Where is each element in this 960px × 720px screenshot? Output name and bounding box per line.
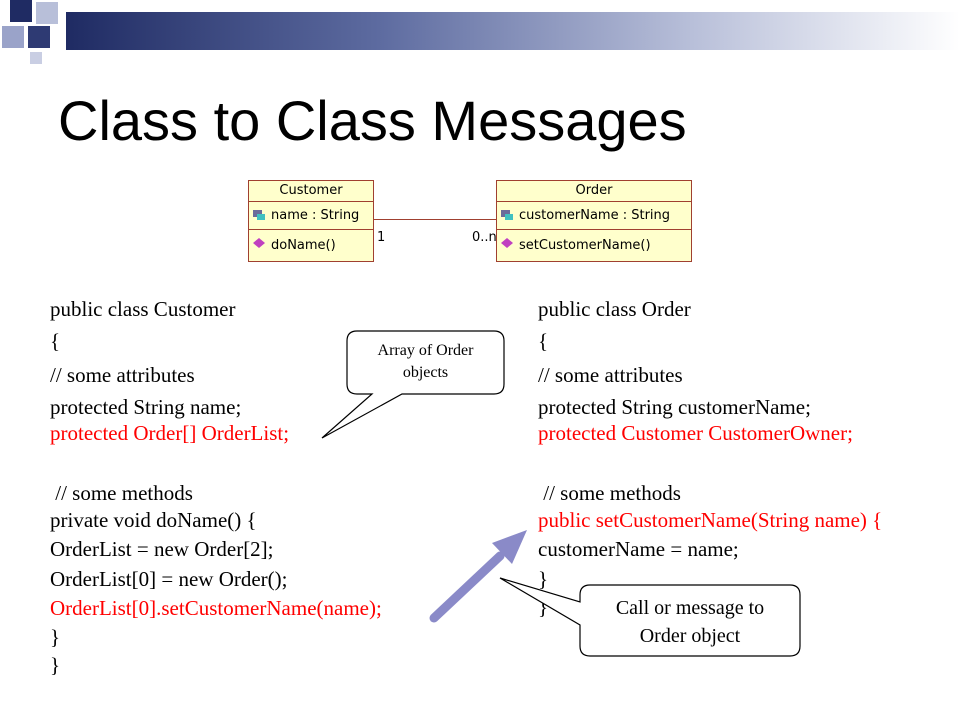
message-arrow-line <box>429 551 505 623</box>
header-square-light <box>36 2 58 24</box>
method-icon <box>501 238 513 248</box>
multiplicity-right: 0..n <box>472 230 497 245</box>
uml-method: doName() <box>249 229 373 261</box>
code-line: OrderList = new Order[2]; <box>50 537 274 561</box>
uml-method: setCustomerName() <box>497 229 691 261</box>
code-line: } <box>50 625 61 649</box>
header-square-small <box>30 52 42 64</box>
message-callout-line2: Order object <box>639 625 741 647</box>
header-square-navy <box>10 0 32 22</box>
array-callout-line2: objects <box>402 364 449 381</box>
header-gradient-band <box>66 12 960 50</box>
method-icon <box>253 238 265 248</box>
message-callout-text: Call or message to Order object <box>580 594 800 650</box>
uml-attribute-label: name : String <box>271 208 360 223</box>
code-line-highlight: OrderList[0].setCustomerName(name); <box>50 596 382 620</box>
slide-title: Class to Class Messages <box>58 89 687 152</box>
code-line: { <box>538 329 549 353</box>
code-line: { <box>50 329 61 353</box>
code-line: // some attributes <box>50 363 195 387</box>
uml-attribute: customerName : String <box>497 201 691 229</box>
code-line: public class Customer <box>50 297 236 321</box>
uml-class-customer: Customer name : String doName() <box>248 180 374 262</box>
uml-attribute: name : String <box>249 201 373 229</box>
header-square-navy-2 <box>28 26 50 48</box>
uml-class-name: Order <box>575 183 613 198</box>
code-line: protected String name; <box>50 395 242 419</box>
code-line-highlight: protected Customer CustomerOwner; <box>538 421 853 445</box>
message-arrow-head <box>492 530 527 564</box>
attribute-icon <box>501 210 513 220</box>
code-line: } <box>538 595 549 619</box>
array-callout-text: Array of Order objects <box>347 340 504 384</box>
uml-class-order: Order customerName : String setCustomerN… <box>496 180 692 262</box>
code-line: } <box>538 567 549 591</box>
multiplicity-left: 1 <box>377 230 386 245</box>
message-callout-line1: Call or message to <box>615 597 765 619</box>
code-line: // some methods <box>50 481 193 505</box>
uml-association-line <box>373 219 496 220</box>
code-line: protected String customerName; <box>538 395 811 419</box>
header-square-mid <box>2 26 24 48</box>
uml-method-label: doName() <box>271 238 336 253</box>
code-line: customerName = name; <box>538 537 739 561</box>
array-callout-line1: Array of Order <box>377 342 474 359</box>
code-line: OrderList[0] = new Order(); <box>50 567 288 591</box>
code-line-highlight: public setCustomerName(String name) { <box>538 508 883 532</box>
code-line: private void doName() { <box>50 508 257 532</box>
attribute-icon <box>253 210 265 220</box>
code-line: // some methods <box>538 481 681 505</box>
code-line: // some attributes <box>538 363 683 387</box>
uml-attribute-label: customerName : String <box>519 208 671 223</box>
code-line: } <box>50 653 61 677</box>
uml-class-name: Customer <box>279 183 343 198</box>
uml-method-label: setCustomerName() <box>519 238 651 253</box>
code-line-highlight: protected Order[] OrderList; <box>50 421 290 445</box>
code-line: public class Order <box>538 297 691 321</box>
